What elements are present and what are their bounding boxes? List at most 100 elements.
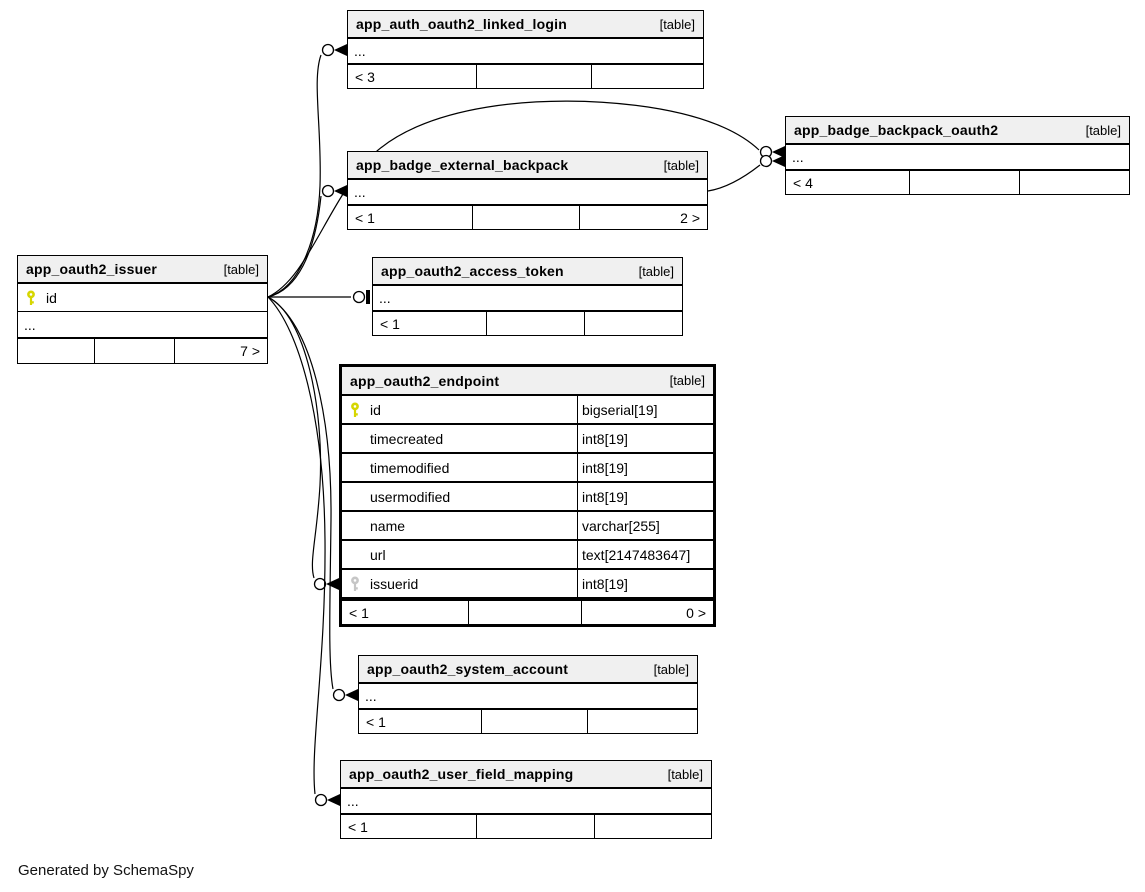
table-app_oauth2_system_account[interactable]: app_oauth2_system_account [table]... < 1: [358, 655, 698, 734]
table-name[interactable]: app_oauth2_user_field_mapping: [349, 766, 574, 782]
column-row-timecreated: timecreated int8[19]: [342, 425, 713, 454]
footer-cell: [595, 815, 711, 838]
table-header: app_auth_oauth2_linked_login[table]: [348, 11, 703, 39]
zero-cardinality-circle-icon: [313, 577, 327, 591]
column-name: timecreated: [370, 430, 444, 447]
column-row-: ...: [341, 789, 711, 814]
column-type: int8[19]: [577, 425, 713, 452]
table-footer: < 1: [359, 709, 697, 733]
edge-app_oauth2_issuer-to-app_oauth2_endpoint: [267, 296, 339, 591]
column-row-: ...: [359, 684, 697, 709]
relationship-count: < 1: [341, 815, 478, 838]
edge-app_oauth2_issuer-to-app_auth_oauth2_linked_login: [267, 43, 347, 298]
relationship-count: < 1: [359, 710, 483, 733]
table-footer: < 1: [341, 814, 711, 838]
relationship-count: < 4: [786, 171, 911, 194]
footer-cell: [95, 339, 175, 363]
table-name[interactable]: app_auth_oauth2_linked_login: [356, 16, 567, 32]
table-name[interactable]: app_oauth2_endpoint: [350, 372, 500, 389]
crow-arrowhead-icon: [334, 44, 347, 56]
table-footer: 7 >: [18, 338, 267, 363]
column-row-timemodified: timemodified int8[19]: [342, 454, 713, 483]
column-row-: ...: [348, 39, 703, 64]
zero-cardinality-circle-icon: [759, 154, 773, 168]
column-row-id: id: [18, 284, 267, 312]
footer-cell: [910, 171, 1020, 194]
table-name[interactable]: app_badge_backpack_oauth2: [794, 122, 999, 138]
table-name[interactable]: app_oauth2_access_token: [381, 263, 564, 279]
column-row-: ...: [348, 180, 707, 205]
column-type: int8[19]: [577, 483, 713, 510]
table-app_auth_oauth2_linked_login[interactable]: app_auth_oauth2_linked_login[table]...< …: [347, 10, 704, 89]
table-header: app_badge_backpack_oauth2 [table]: [786, 117, 1129, 145]
footer-cell: [477, 815, 595, 838]
edge-app_badge_external_backpack-to-app_badge_backpack_oauth2: [707, 154, 785, 192]
table-app_oauth2_access_token[interactable]: app_oauth2_access_token [table]... < 1: [372, 257, 683, 336]
table-footer: < 1: [373, 311, 682, 335]
column-type: int8[19]: [577, 454, 713, 481]
generator-credit: Generated by SchemaSpy: [18, 862, 194, 879]
table-header: app_oauth2_user_field_mapping[table]: [341, 761, 711, 789]
crow-arrowhead-icon: [334, 185, 347, 197]
table-app_oauth2_issuer[interactable]: app_oauth2_issuer[table]id...7 >: [17, 255, 268, 364]
edge-app_oauth2_issuer-to-app_badge_external_backpack: [267, 184, 347, 298]
column-type: varchar[255]: [577, 512, 713, 539]
column-row-: ...: [786, 145, 1129, 170]
column-name: id: [370, 401, 381, 418]
table-name[interactable]: app_oauth2_issuer: [26, 261, 157, 277]
column-type: bigserial[19]: [577, 396, 713, 423]
table-name[interactable]: app_oauth2_system_account: [367, 661, 569, 677]
footer-cell: [592, 65, 703, 88]
crow-arrowhead-icon: [772, 146, 785, 158]
table-app_oauth2_endpoint[interactable]: app_oauth2_endpoint [table] id bigserial[19…: [339, 364, 716, 627]
crow-arrowhead-icon: [772, 155, 785, 167]
zero-cardinality-circle-icon: [321, 184, 335, 198]
table-app_badge_external_backpack[interactable]: app_badge_external_backpack[table]... < 1…: [347, 151, 708, 230]
column-name: ...: [792, 149, 804, 165]
table-header: app_badge_external_backpack[table]: [348, 152, 707, 180]
table-app_badge_backpack_oauth2[interactable]: app_badge_backpack_oauth2 [table]... < 4: [785, 116, 1130, 195]
column-row-id: id bigserial[19]: [342, 396, 713, 425]
footer-cell: [487, 312, 585, 335]
table-footer: < 4: [786, 170, 1129, 194]
column-name: id: [46, 289, 57, 306]
column-row-usermodified: usermodified int8[19]: [342, 483, 713, 512]
primary-key-icon: [348, 402, 362, 418]
footer-cell: [1020, 171, 1129, 194]
foreign-key-icon: [348, 576, 362, 592]
table-app_oauth2_user_field_mapping[interactable]: app_oauth2_user_field_mapping[table]...<…: [340, 760, 712, 839]
table-name[interactable]: app_badge_external_backpack: [356, 157, 569, 173]
column-name: ...: [365, 688, 377, 704]
relationship-count: 0 >: [686, 604, 707, 621]
relationship-count: < 3: [348, 65, 478, 88]
table-header: app_oauth2_endpoint [table]: [342, 367, 713, 396]
footer-cell: [18, 339, 96, 363]
footer-cell: [477, 65, 592, 88]
edge-app_oauth2_issuer-to-app_oauth2_access_token: [268, 290, 370, 304]
table-type-tag: [table]: [638, 263, 674, 279]
column-name: ...: [379, 290, 391, 306]
table-header: app_oauth2_issuer [table]: [18, 256, 267, 284]
column-type: int8[19]: [577, 570, 713, 597]
zero-cardinality-circle-icon: [321, 43, 335, 57]
column-name: usermodified: [370, 488, 451, 505]
column-row-url: url text[2147483647]: [342, 541, 713, 570]
table-type-tag: [table]: [653, 661, 689, 677]
table-type-tag: [table]: [223, 261, 259, 277]
table-type-tag: [table]: [1085, 122, 1121, 138]
zero-cardinality-circle-icon: [314, 793, 328, 807]
column-name: ...: [354, 184, 366, 200]
column-name: timemodified: [370, 459, 450, 476]
column-name: url: [370, 546, 386, 563]
relationship-count: 7 >: [240, 343, 260, 359]
table-type-tag: [table]: [669, 373, 705, 388]
relationship-count: < 1: [348, 206, 474, 229]
table-footer: < 3: [348, 64, 703, 88]
column-type: text[2147483647]: [577, 541, 713, 568]
crow-arrowhead-icon: [345, 689, 358, 701]
